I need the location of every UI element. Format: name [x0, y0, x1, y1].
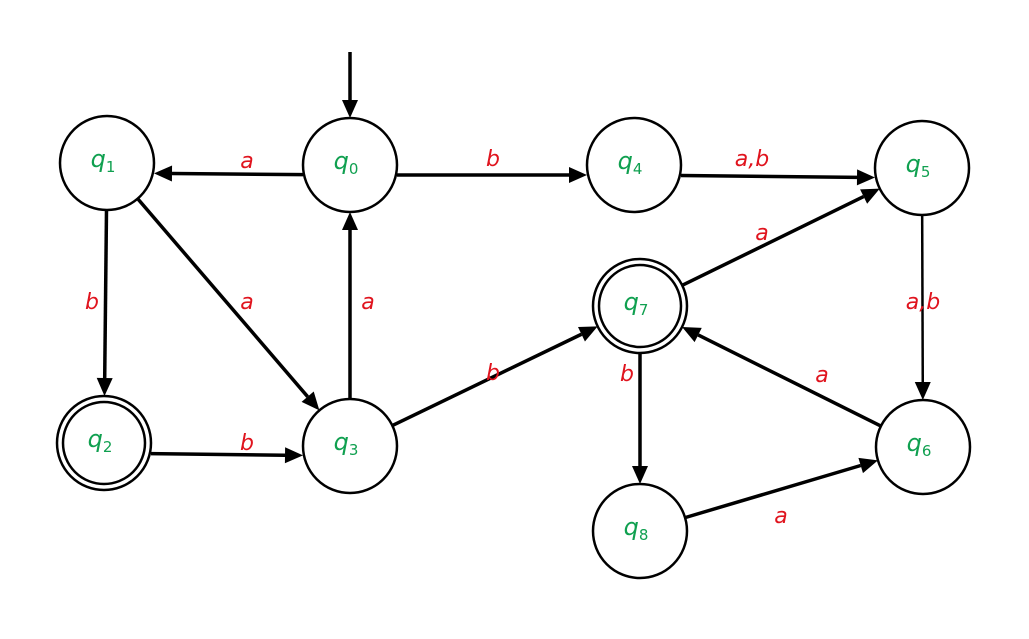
- transition-q2-q3: [150, 447, 304, 464]
- transition-q5-q6: [914, 214, 931, 401]
- transition-q1-q2: [96, 209, 113, 397]
- arrowhead-icon: [856, 169, 876, 186]
- transition-q8-q6: [684, 457, 878, 520]
- transition-label-q5-q6: a,b: [906, 290, 940, 315]
- edge-line: [102, 209, 109, 379]
- state-q8[interactable]: q8: [591, 482, 689, 580]
- state-label: q7: [624, 288, 649, 319]
- transition-label-q6-q7: a: [815, 363, 828, 388]
- transition-q0-q1: [153, 165, 304, 182]
- transition-label-q1-q2: b: [85, 290, 99, 315]
- state-label: q3: [334, 428, 359, 459]
- state-label: q2: [88, 425, 113, 456]
- arrowhead-icon: [860, 188, 880, 204]
- state-label: q5: [906, 150, 931, 181]
- edge-line: [681, 194, 865, 287]
- arrowhead-icon: [153, 165, 173, 182]
- transition-q7-q5: [681, 188, 880, 287]
- state-label: q4: [618, 147, 643, 178]
- edge-line: [697, 333, 882, 428]
- labels-layer: a b b a b a b a,b a a,b a b a: [85, 147, 940, 529]
- state-q3[interactable]: q3: [301, 397, 399, 495]
- edge-line: [920, 214, 925, 383]
- state-q5[interactable]: q5: [873, 119, 971, 217]
- transition-label-q7-q5: a: [755, 221, 768, 246]
- edge-line: [684, 463, 862, 520]
- transition-q7-q8: [632, 353, 648, 484]
- transition-label-q0-q4: b: [486, 147, 500, 172]
- arrowhead-icon: [284, 447, 304, 464]
- accepting-ring: [61, 400, 147, 486]
- state-circle: [585, 116, 683, 214]
- edge-line: [680, 173, 858, 180]
- arrowhead-icon: [632, 466, 648, 484]
- transition-q1-q3: [136, 197, 320, 411]
- transition-label-q8-q6: a: [774, 504, 787, 529]
- state-circle: [591, 257, 689, 355]
- transition-q6-q7: [682, 326, 882, 428]
- accepting-ring: [597, 263, 683, 349]
- state-q2[interactable]: q2: [55, 394, 153, 492]
- transition-q3-q0: [342, 212, 358, 399]
- state-label: q6: [907, 429, 932, 460]
- arrowhead-icon: [569, 167, 587, 183]
- arrowhead-icon: [96, 377, 113, 397]
- state-circle: [591, 482, 689, 580]
- transition-label-q3-q7: b: [486, 361, 500, 386]
- arrowhead-icon: [577, 326, 598, 342]
- state-circle: [301, 116, 399, 214]
- edge-line: [171, 171, 304, 177]
- state-circle: [301, 397, 399, 495]
- state-q6[interactable]: q6: [874, 398, 972, 496]
- start-arrow: [342, 52, 358, 118]
- transition-label-q0-q1: a: [240, 149, 253, 174]
- state-label: q0: [334, 147, 359, 178]
- transition-label-q7-q8: b: [620, 362, 634, 387]
- transition-label-q3-q0: a: [361, 290, 374, 315]
- state-q4[interactable]: q4: [585, 116, 683, 214]
- state-q1[interactable]: q1: [58, 114, 156, 212]
- state-circle: [874, 398, 972, 496]
- transition-label-q1-q3: a: [240, 290, 253, 315]
- state-q0[interactable]: q0: [301, 116, 399, 214]
- state-circle: [58, 114, 156, 212]
- arrowhead-icon: [342, 212, 358, 230]
- transition-q3-q7: [391, 326, 598, 428]
- state-label: q1: [91, 145, 116, 176]
- state-circle: [873, 119, 971, 217]
- arrowhead-icon: [342, 100, 358, 118]
- arrowhead-icon: [301, 391, 320, 411]
- edge-line: [391, 332, 583, 428]
- transition-q0-q4: [397, 167, 587, 183]
- state-label: q8: [624, 513, 649, 544]
- arrowhead-icon: [682, 326, 702, 343]
- states-layer: q0 q1 q2 q3 q4 q5 q6 q7 q8: [55, 114, 972, 580]
- edges-layer: [96, 52, 931, 520]
- state-circle: [55, 394, 153, 492]
- edge-line: [136, 197, 309, 398]
- state-q7[interactable]: q7: [591, 257, 689, 355]
- transition-label-q4-q5: a,b: [735, 147, 769, 172]
- transition-q4-q5: [680, 169, 876, 186]
- arrowhead-icon: [858, 457, 878, 474]
- edge-line: [150, 451, 286, 457]
- transition-label-q2-q3: b: [240, 431, 254, 456]
- arrowhead-icon: [914, 381, 931, 401]
